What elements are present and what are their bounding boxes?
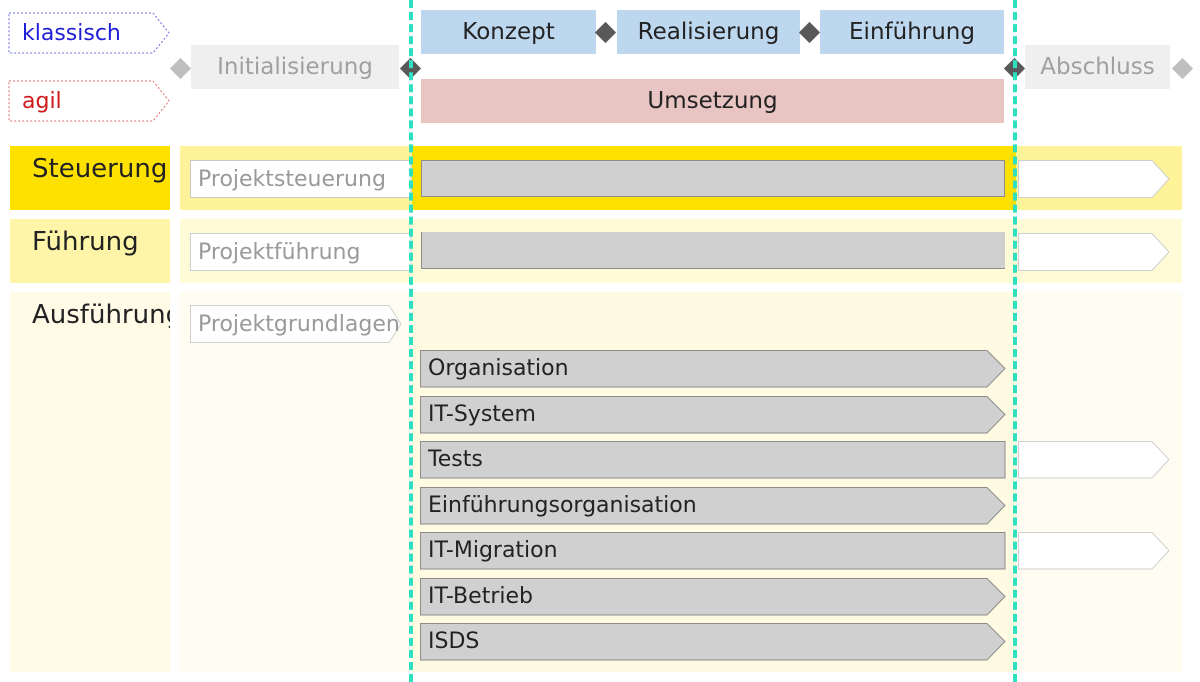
band-steering-start-label: Projektsteuerung bbox=[198, 166, 386, 192]
task-arrow bbox=[420, 532, 1006, 570]
milestone-line-start bbox=[409, 0, 413, 682]
task-continuation-arrow bbox=[1018, 532, 1170, 570]
band-management-start-label: Projektführung bbox=[198, 239, 361, 265]
band-execution-title: Ausführung bbox=[10, 292, 170, 672]
task-label: Organisation bbox=[428, 356, 569, 381]
band-execution-start-arrow bbox=[190, 305, 402, 343]
task-label: IT-System bbox=[428, 402, 536, 427]
task-arrow bbox=[420, 350, 1006, 388]
band-execution-start-label: Projektgrundlagen bbox=[198, 311, 400, 337]
phase-introduction: Einführung bbox=[820, 10, 1004, 54]
band-management-bar bbox=[421, 232, 1005, 269]
milestone-diamond-2 bbox=[594, 21, 617, 44]
band-management-title: Führung bbox=[10, 219, 170, 283]
band-steering-title: Steuerung bbox=[10, 146, 170, 210]
task-continuation-arrow bbox=[1018, 441, 1170, 479]
legend-classic-arrow bbox=[8, 12, 170, 54]
milestone-start-diamond bbox=[169, 57, 192, 80]
task-arrow bbox=[420, 578, 1006, 616]
legend-classic-label: klassisch bbox=[22, 20, 121, 46]
task-label: Tests bbox=[428, 447, 483, 472]
task-arrow bbox=[420, 623, 1006, 661]
phase-implementation: Umsetzung bbox=[421, 79, 1004, 123]
milestone-diamond-3 bbox=[798, 21, 821, 44]
task-arrow bbox=[420, 487, 1006, 525]
legend-agile-label: agil bbox=[22, 88, 62, 114]
task-label: ISDS bbox=[428, 629, 480, 654]
task-label: IT-Migration bbox=[428, 538, 558, 563]
task-label: Einführungsorganisation bbox=[428, 493, 697, 518]
band-management-end-arrow bbox=[1018, 233, 1170, 271]
band-steering-bar bbox=[421, 160, 1005, 197]
task-arrow bbox=[420, 441, 1006, 479]
task-label: IT-Betrieb bbox=[428, 584, 533, 609]
band-steering-end-arrow bbox=[1018, 160, 1170, 198]
phase-closure: Abschluss bbox=[1025, 45, 1170, 89]
milestone-end-diamond bbox=[1171, 57, 1194, 80]
milestone-line-end bbox=[1013, 0, 1017, 682]
phase-initialization: Initialisierung bbox=[191, 45, 399, 89]
task-arrow bbox=[420, 396, 1006, 434]
phase-realization: Realisierung bbox=[617, 10, 800, 54]
legend-agile-arrow bbox=[8, 80, 170, 122]
phase-concept: Konzept bbox=[421, 10, 596, 54]
